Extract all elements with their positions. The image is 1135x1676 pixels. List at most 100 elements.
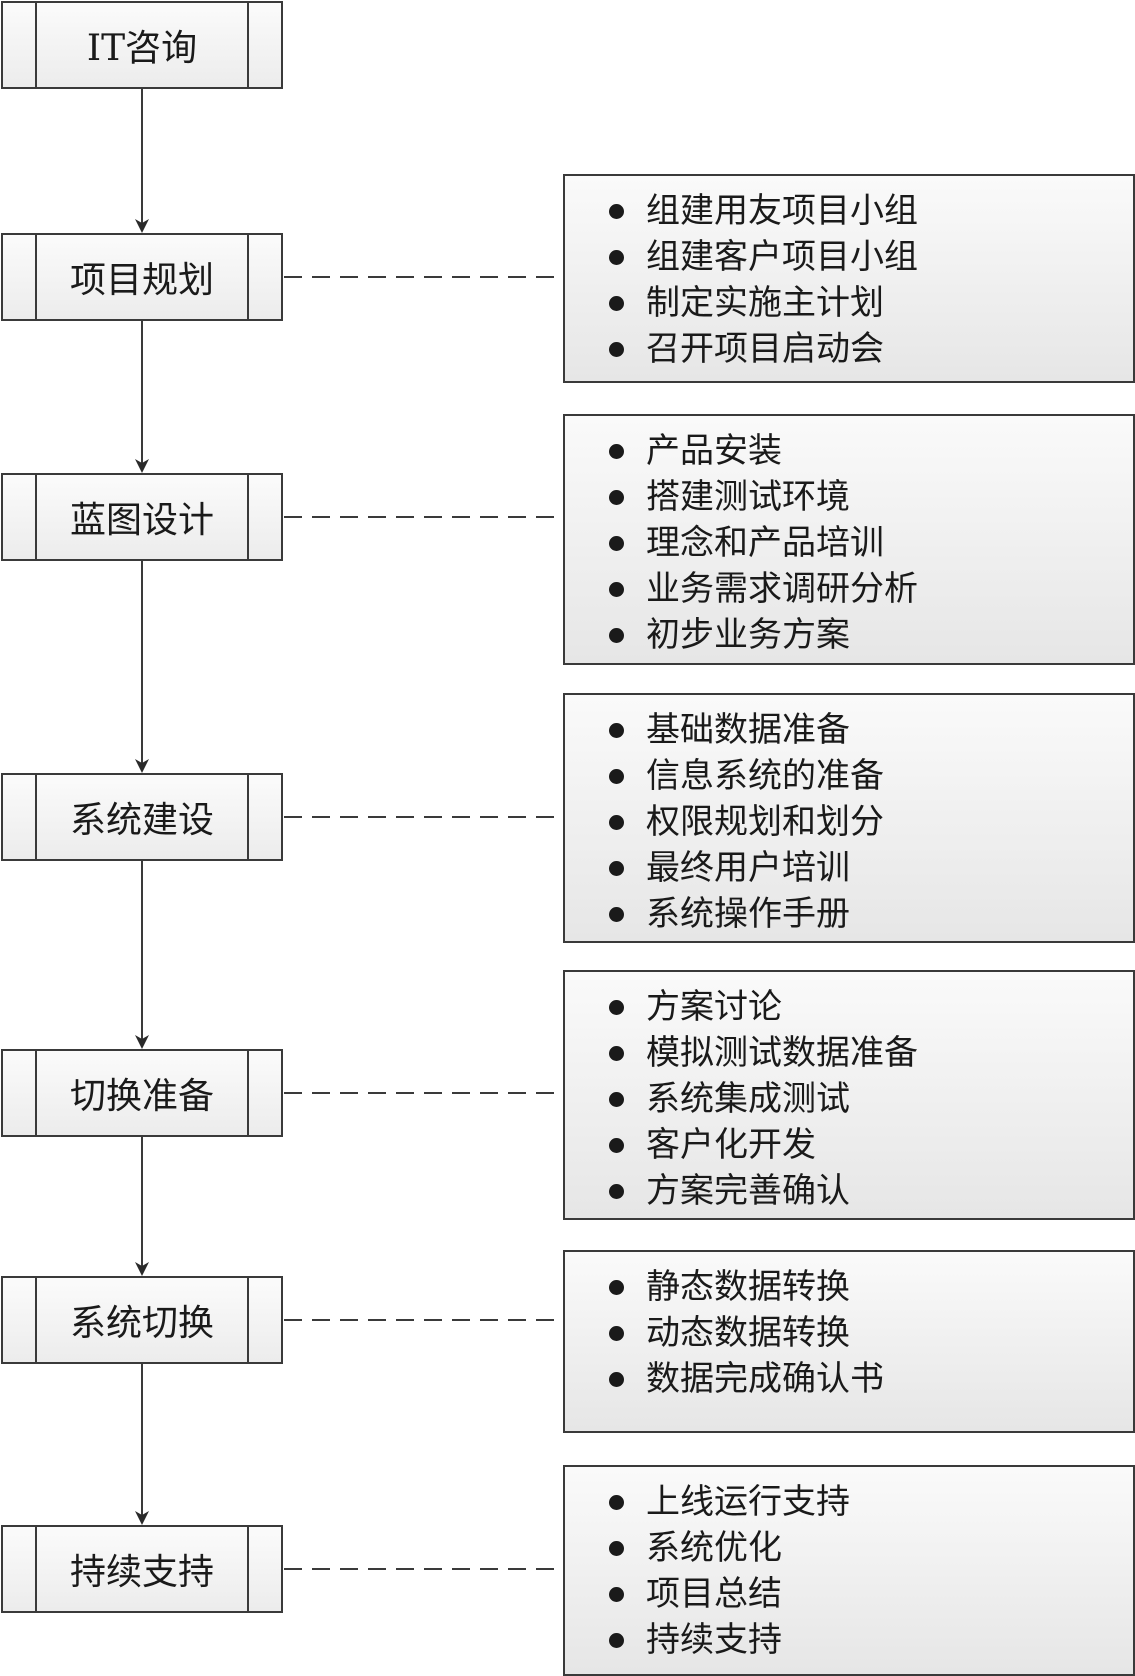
step-label: 切换准备 [69, 1076, 214, 1117]
bullet-icon [609, 815, 624, 830]
bullet-icon [609, 1000, 624, 1015]
list-item: 客户化开发 [565, 1122, 918, 1168]
list-item: 系统操作手册 [565, 891, 884, 937]
step-label: 系统切换 [69, 1303, 214, 1344]
bullet-icon [609, 907, 624, 922]
list-item: 业务需求调研分析 [565, 566, 918, 612]
bullet-icon [609, 723, 624, 738]
list-item-text: 上线运行支持 [646, 1482, 850, 1522]
detail-list: 上线运行支持 系统优化 项目总结 持续支持 [565, 1479, 850, 1663]
bullet-icon [609, 628, 624, 643]
list-item: 最终用户培训 [565, 845, 884, 891]
step-box-project-planning: 项目规划 [1, 233, 283, 321]
step-inner-frame [35, 473, 249, 561]
step-label: IT咨询 [86, 28, 198, 69]
list-item: 动态数据转换 [565, 1310, 884, 1356]
list-item-text: 基础数据准备 [646, 710, 850, 750]
list-item-text: 权限规划和划分 [646, 802, 884, 842]
list-item-text: 最终用户培训 [646, 848, 850, 888]
detail-list: 基础数据准备 信息系统的准备 权限规划和划分 最终用户培训 系统操作手册 [565, 707, 884, 937]
list-item: 信息系统的准备 [565, 753, 884, 799]
step-box-ongoing-support: 持续支持 [1, 1525, 283, 1613]
list-item-text: 项目总结 [646, 1574, 782, 1614]
list-item: 持续支持 [565, 1617, 850, 1663]
list-item-text: 系统优化 [646, 1528, 782, 1568]
list-item: 权限规划和划分 [565, 799, 884, 845]
bullet-icon [609, 536, 624, 551]
bullet-icon [609, 250, 624, 265]
list-item: 产品安装 [565, 428, 918, 474]
step-box-it-consulting: IT咨询 [1, 1, 283, 89]
list-item-text: 模拟测试数据准备 [646, 1033, 918, 1073]
bullet-icon [609, 1138, 624, 1153]
bullet-icon [609, 296, 624, 311]
step-box-system-build: 系统建设 [1, 773, 283, 861]
list-item-text: 理念和产品培训 [646, 523, 884, 563]
list-item-text: 持续支持 [646, 1620, 782, 1660]
list-item-text: 搭建测试环境 [646, 477, 850, 517]
list-item: 组建用友项目小组 [565, 188, 918, 234]
bullet-icon [609, 1280, 624, 1295]
list-item: 初步业务方案 [565, 612, 918, 658]
list-item: 方案完善确认 [565, 1168, 918, 1214]
list-item: 方案讨论 [565, 984, 918, 1030]
step-box-system-cutover: 系统切换 [1, 1276, 283, 1364]
list-item-text: 初步业务方案 [646, 615, 850, 655]
bullet-icon [609, 1541, 624, 1556]
bullet-icon [609, 1184, 624, 1199]
step-inner-frame [35, 1276, 249, 1364]
bullet-icon [609, 582, 624, 597]
bullet-icon [609, 444, 624, 459]
step-inner-frame [35, 1525, 249, 1613]
bullet-icon [609, 1326, 624, 1341]
detail-box-project-planning: 组建用友项目小组 组建客户项目小组 制定实施主计划 召开项目启动会 [563, 174, 1135, 383]
step-inner-frame [35, 773, 249, 861]
detail-box-blueprint-design: 产品安装 搭建测试环境 理念和产品培训 业务需求调研分析 初步业务方案 [563, 414, 1135, 665]
detail-box-system-cutover: 静态数据转换 动态数据转换 数据完成确认书 [563, 1250, 1135, 1433]
step-inner-frame [35, 233, 249, 321]
list-item-text: 组建客户项目小组 [646, 237, 918, 277]
list-item-text: 数据完成确认书 [646, 1359, 884, 1399]
detail-box-ongoing-support: 上线运行支持 系统优化 项目总结 持续支持 [563, 1465, 1135, 1676]
step-label: 持续支持 [69, 1552, 214, 1593]
list-item: 组建客户项目小组 [565, 234, 918, 280]
bullet-icon [609, 1633, 624, 1648]
bullet-icon [609, 861, 624, 876]
list-item: 系统集成测试 [565, 1076, 918, 1122]
list-item-text: 系统集成测试 [646, 1079, 850, 1119]
detail-box-system-build: 基础数据准备 信息系统的准备 权限规划和划分 最终用户培训 系统操作手册 [563, 693, 1135, 943]
list-item: 静态数据转换 [565, 1264, 884, 1310]
bullet-icon [609, 1046, 624, 1061]
list-item-text: 产品安装 [646, 431, 782, 471]
list-item: 基础数据准备 [565, 707, 884, 753]
detail-list: 组建用友项目小组 组建客户项目小组 制定实施主计划 召开项目启动会 [565, 188, 918, 372]
detail-box-cutover-preparation: 方案讨论 模拟测试数据准备 系统集成测试 客户化开发 方案完善确认 [563, 970, 1135, 1220]
detail-list: 产品安装 搭建测试环境 理念和产品培训 业务需求调研分析 初步业务方案 [565, 428, 918, 658]
list-item-text: 组建用友项目小组 [646, 191, 918, 231]
bullet-icon [609, 204, 624, 219]
list-item-text: 动态数据转换 [646, 1313, 850, 1353]
list-item: 系统优化 [565, 1525, 850, 1571]
list-item-text: 方案完善确认 [646, 1171, 850, 1211]
list-item-text: 信息系统的准备 [646, 756, 884, 796]
list-item-text: 召开项目启动会 [646, 329, 884, 369]
bullet-icon [609, 342, 624, 357]
step-box-blueprint-design: 蓝图设计 [1, 473, 283, 561]
list-item: 搭建测试环境 [565, 474, 918, 520]
list-item-text: 业务需求调研分析 [646, 569, 918, 609]
bullet-icon [609, 769, 624, 784]
list-item: 召开项目启动会 [565, 326, 918, 372]
list-item: 理念和产品培训 [565, 520, 918, 566]
list-item: 项目总结 [565, 1571, 850, 1617]
list-item: 制定实施主计划 [565, 280, 918, 326]
bullet-icon [609, 490, 624, 505]
step-label: 蓝图设计 [69, 500, 214, 541]
list-item-text: 系统操作手册 [646, 894, 850, 934]
step-label: 系统建设 [69, 800, 214, 841]
list-item-text: 方案讨论 [646, 987, 782, 1027]
step-inner-frame [35, 1, 249, 89]
list-item: 数据完成确认书 [565, 1356, 884, 1402]
list-item-text: 客户化开发 [646, 1125, 816, 1165]
